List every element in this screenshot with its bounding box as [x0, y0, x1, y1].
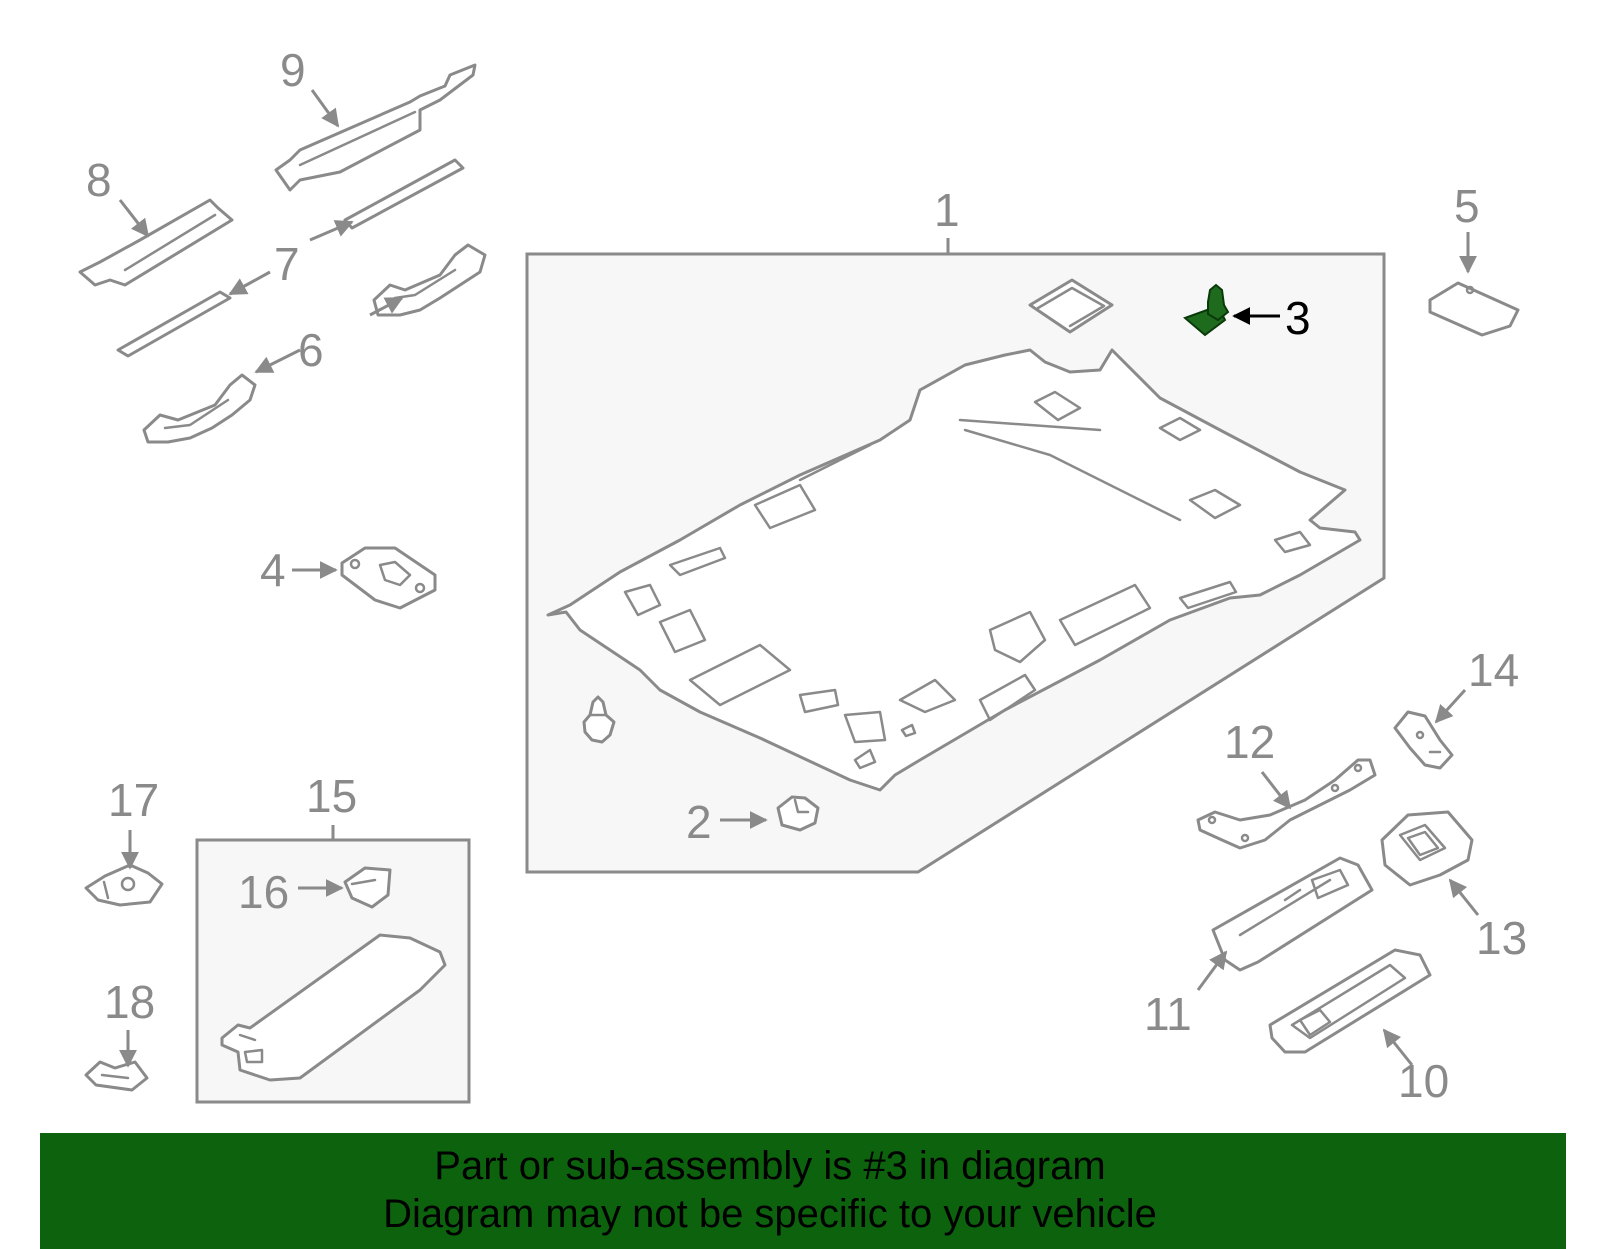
part-11-console[interactable]	[1211, 856, 1374, 972]
callout-14: 14	[1468, 644, 1519, 696]
callout-5: 5	[1454, 180, 1480, 232]
banner-line-1: Part or sub-assembly is #3 in diagram	[434, 1144, 1106, 1188]
part-8-rail[interactable]	[78, 198, 234, 287]
part-7-strip-upper[interactable]	[343, 158, 465, 230]
part-3-highlighted[interactable]	[1183, 283, 1230, 337]
part-18-clip[interactable]	[84, 1060, 149, 1092]
callout-9: 9	[280, 44, 306, 96]
callout-17: 17	[108, 774, 159, 826]
callout-11: 11	[1144, 988, 1192, 1040]
part-14-bracket[interactable]	[1393, 710, 1454, 770]
callout-10: 10	[1398, 1055, 1449, 1107]
part-2-clip[interactable]	[776, 795, 820, 832]
part-7-strip-lower[interactable]	[116, 290, 232, 358]
callout-3: 3	[1285, 292, 1311, 344]
part-12-bracket[interactable]	[1196, 758, 1377, 850]
callout-6: 6	[298, 324, 324, 376]
part-4-bracket[interactable]	[340, 546, 437, 610]
callout-16: 16	[238, 866, 289, 918]
part-5-lens[interactable]	[1428, 281, 1520, 337]
callout-13: 13	[1476, 912, 1527, 964]
callout-2: 2	[686, 796, 712, 848]
part-10-lamp[interactable]	[1268, 948, 1432, 1054]
callout-12: 12	[1224, 716, 1275, 768]
part-9-rail[interactable]	[274, 63, 477, 192]
callout-15: 15	[306, 770, 357, 822]
callout-7: 7	[274, 238, 300, 290]
part-16-clip[interactable]	[343, 866, 392, 909]
part-13-lamp[interactable]	[1380, 810, 1474, 887]
banner-line-2: Diagram may not be specific to your vehi…	[383, 1192, 1157, 1236]
part-17-bracket[interactable]	[84, 863, 164, 907]
callout-4: 4	[260, 544, 286, 596]
part-6-grab-handle-lower[interactable]	[142, 373, 257, 444]
headliner-panel	[546, 348, 1362, 792]
callout-8: 8	[86, 154, 112, 206]
headliner-clip	[582, 695, 616, 744]
headliner-pad	[1028, 278, 1114, 334]
part-15-sun-visor[interactable]	[220, 933, 447, 1082]
info-banner: Part or sub-assembly is #3 in diagram Di…	[40, 1133, 1566, 1249]
callout-1: 1	[934, 184, 960, 236]
callout-18: 18	[104, 976, 155, 1028]
